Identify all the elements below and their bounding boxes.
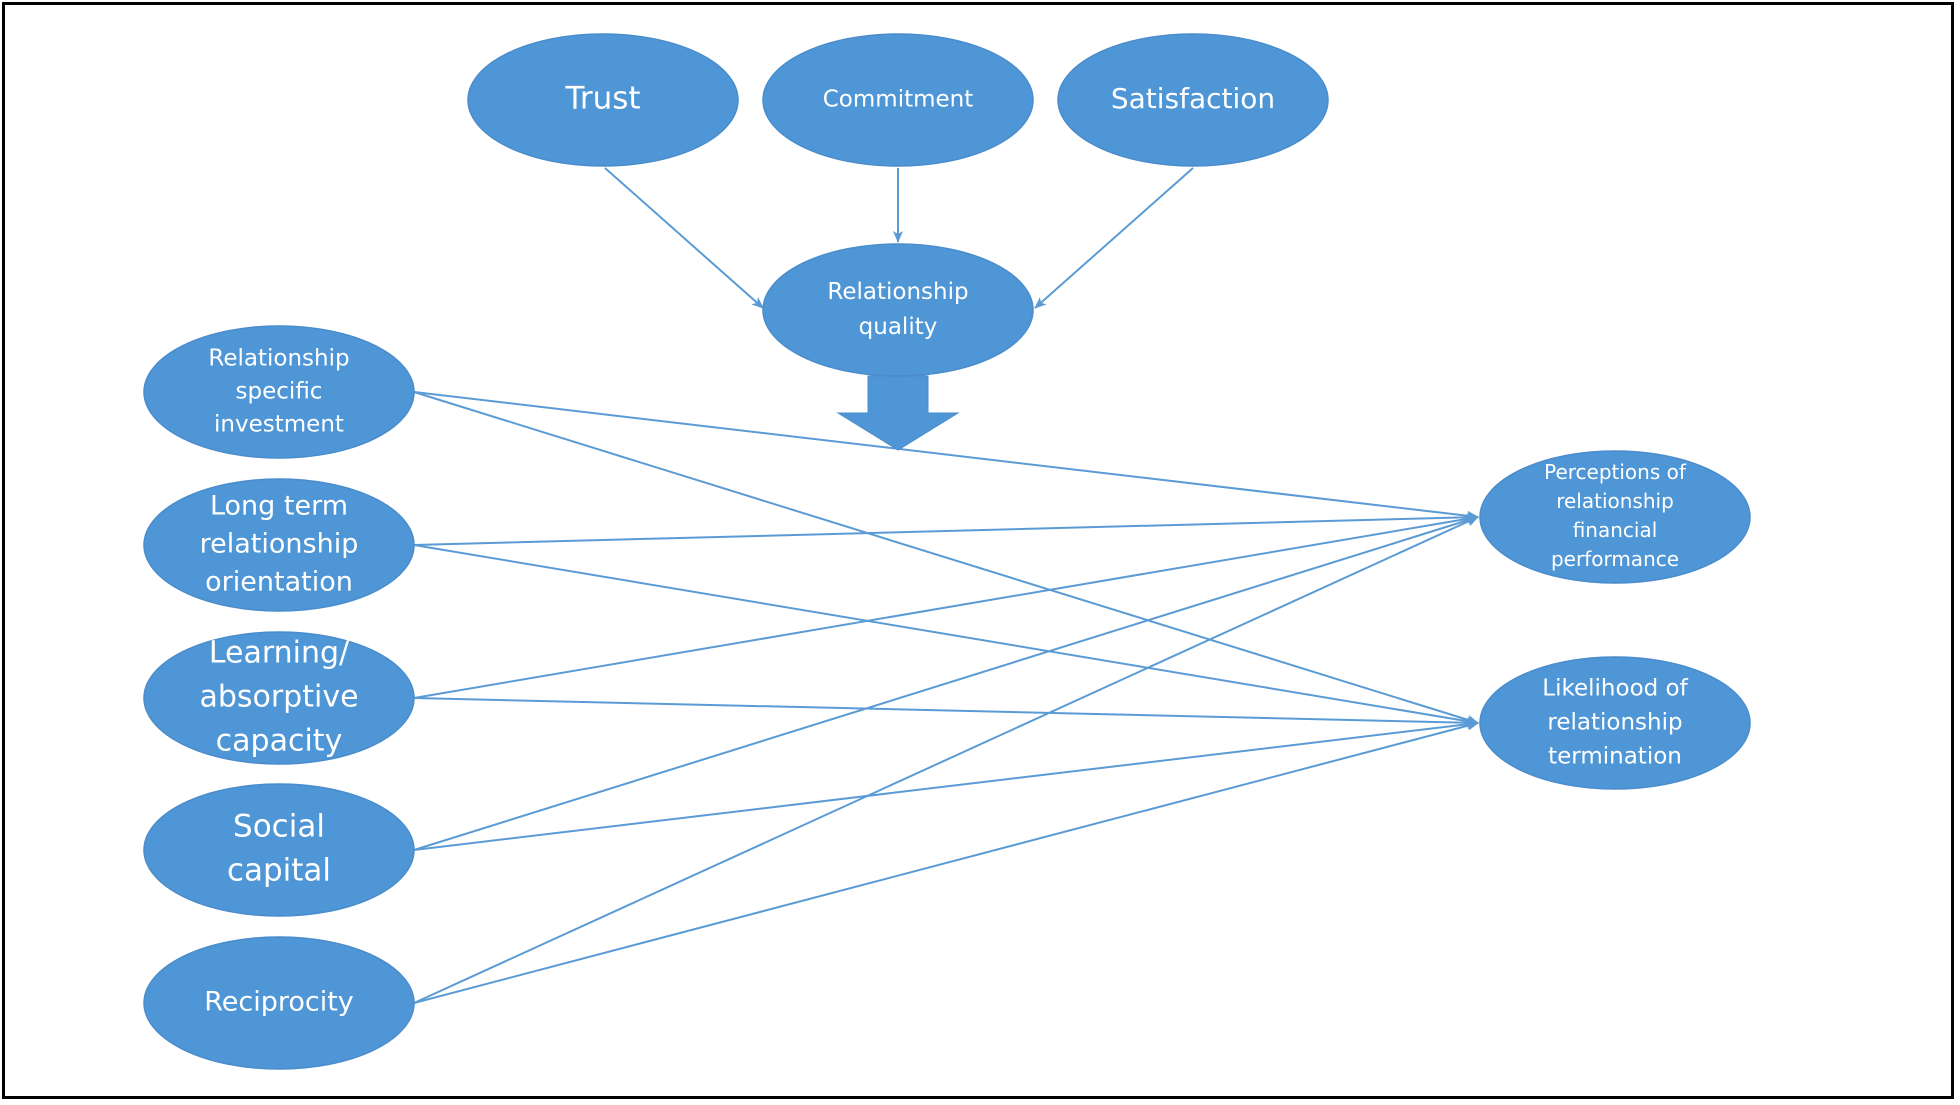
edge-relationship-specific-investment-to-financial-performance [413, 391, 1479, 521]
node-long-term-orientation: Long term relationship orientation [143, 478, 415, 612]
node-label-line: relationship [1547, 710, 1682, 736]
node-ellipse [762, 33, 1034, 167]
node-ellipse [143, 783, 415, 917]
node-label-line: financial [1573, 518, 1658, 542]
edge-long-term-orientation-to-termination [413, 544, 1479, 727]
node-label-line: specific [236, 379, 323, 405]
node-relationship-quality: Relationship quality [762, 243, 1034, 377]
node-label-line: Likelihood of [1542, 676, 1688, 702]
node-ellipse [143, 631, 415, 765]
node-ellipse [143, 936, 415, 1070]
node-label-line: quality [859, 314, 938, 340]
node-label-line: orientation [205, 567, 353, 598]
node-label-line: performance [1551, 547, 1679, 571]
edge-social-capital-to-financial-performance [413, 515, 1479, 851]
node-ellipse [467, 33, 739, 167]
node-commitment: Commitment [762, 33, 1034, 167]
node-label-line: Learning/ [209, 636, 350, 671]
node-label-line: investment [214, 412, 344, 438]
node-label-line: Relationship [827, 279, 968, 305]
node-reciprocity: Reciprocity [143, 936, 415, 1070]
node-label-line: Social [233, 809, 325, 845]
node-label-line: Long term [210, 491, 348, 522]
node-satisfaction: Satisfaction [1057, 33, 1329, 167]
node-label-line: Trust [564, 81, 640, 117]
node-ellipse [1479, 450, 1751, 584]
node-label-line: Reciprocity [204, 987, 354, 1018]
node-social-capital: Social capital [143, 783, 415, 917]
node-ellipse [143, 325, 415, 459]
node-learning-absorptive-capacity: Learning/absorptive capacity [143, 631, 415, 765]
edge-satisfaction-to-relationship-quality [1034, 167, 1194, 309]
node-label-line: capacity [216, 724, 343, 759]
node-label-line: absorptive [199, 680, 358, 715]
edge-reciprocity-to-termination [413, 720, 1479, 1004]
edge-social-capital-to-termination [413, 719, 1479, 851]
block-arrow-layer [836, 375, 960, 451]
node-ellipse [1057, 33, 1329, 167]
edge-trust-to-relationship-quality [604, 167, 764, 309]
node-label-line: relationship [1556, 489, 1674, 513]
node-ellipse [143, 478, 415, 612]
edge-long-term-orientation-to-financial-performance [413, 512, 1479, 546]
node-label-line: Relationship [208, 346, 349, 372]
node-label-line: capital [227, 853, 331, 889]
edge-relationship-specific-investment-to-termination [413, 391, 1479, 725]
node-ellipse [762, 243, 1034, 377]
node-financial-performance: Perceptions of relationship financial perfo… [1479, 450, 1751, 584]
node-ellipse [1479, 656, 1751, 790]
edge-learning-absorptive-capacity-to-termination [413, 697, 1479, 728]
moderation-block-arrow [836, 375, 960, 451]
edge-learning-absorptive-capacity-to-financial-performance [413, 513, 1479, 699]
edge-reciprocity-to-financial-performance [413, 516, 1479, 1004]
node-termination: Likelihood of relationship termination [1479, 656, 1751, 790]
node-label-line: termination [1548, 744, 1682, 770]
node-trust: Trust [467, 33, 739, 167]
node-label-line: Perceptions of [1544, 460, 1687, 484]
edges-layer [413, 167, 1479, 1004]
node-label-line: relationship [200, 529, 359, 560]
node-label-line: Commitment [823, 87, 974, 113]
node-relationship-specific-investment: Relationship specific investment [143, 325, 415, 459]
node-label-line: Satisfaction [1111, 82, 1275, 115]
